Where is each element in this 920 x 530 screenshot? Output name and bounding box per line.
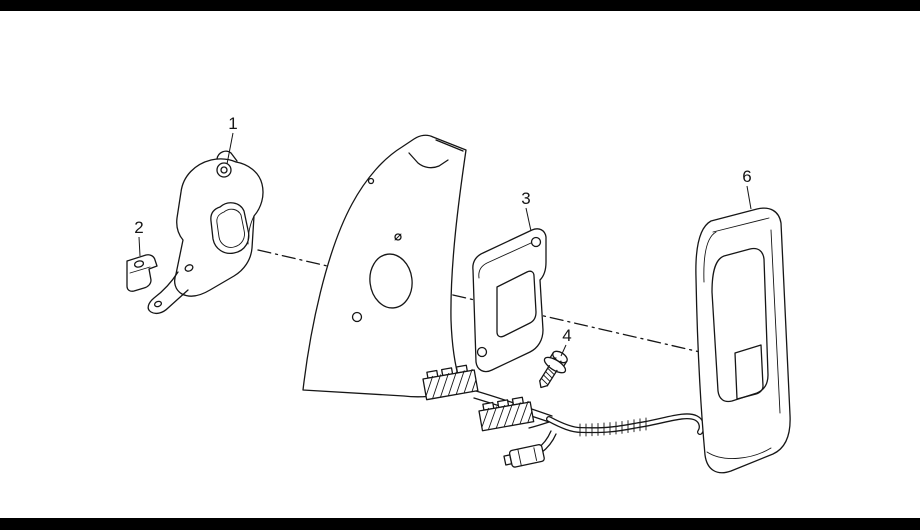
part1-pivot-inner [220, 166, 228, 174]
part3-hole-bottom [476, 346, 488, 358]
part-2-clip-drawing [126, 254, 158, 292]
part1-outline [174, 158, 264, 297]
part6-outline [695, 207, 791, 474]
panel-small-hole-top [367, 177, 375, 185]
callout-4-label: 4 [562, 326, 571, 345]
part-4-screw-drawing [539, 350, 568, 389]
harness-connector-c [503, 444, 545, 468]
screw-washer [543, 356, 567, 374]
part3-hole-top [530, 236, 542, 248]
part1-tab-hole [184, 264, 194, 272]
part2-hole [133, 260, 145, 268]
cable-corrugation-ticks [579, 417, 647, 437]
part6-inner-right-line [770, 229, 781, 414]
center-panel-drawing [302, 134, 467, 398]
callout-4-leader [560, 344, 567, 357]
screw-tip [539, 380, 549, 389]
callout-1-label: 1 [228, 114, 237, 133]
connector-a-hatch [424, 367, 479, 401]
cable-core [547, 414, 704, 434]
panel-outline [302, 134, 467, 398]
panel-top-tab [408, 152, 449, 169]
letterbox-bottom [0, 518, 920, 530]
callout-2-label: 2 [134, 218, 143, 237]
part-3-mounting-plate-drawing [472, 228, 547, 373]
screw-head-facets [548, 352, 568, 369]
part-6-cover-drawing [695, 207, 791, 474]
part1-lower-arm [147, 271, 189, 315]
letterbox-top [0, 0, 920, 11]
part3-window-cutout [496, 270, 537, 338]
callout-6-leader [746, 185, 752, 210]
part6-inner-left-line [703, 231, 717, 283]
callout-2-leader [138, 236, 141, 257]
part1-handle-cutout-outer [210, 202, 250, 255]
harness-wire-3 [528, 421, 550, 429]
wiring-harness-drawing [422, 364, 705, 468]
part1-handle-cutout-inner [216, 208, 245, 248]
panel-keyhole-slot [394, 233, 402, 241]
part3-outline [472, 228, 547, 373]
panel-edge-thickness-line [435, 139, 464, 152]
panel-keyhole [394, 233, 402, 241]
callout-3-label: 3 [521, 189, 530, 208]
part3-inner-edge-line [478, 242, 532, 279]
part-1-handle-bracket-drawing [147, 150, 264, 315]
harness-connector-a [422, 364, 479, 401]
part1-foot-hole [153, 300, 163, 308]
screw-threads [540, 367, 555, 386]
part6-inner-top-line [712, 217, 770, 233]
part1-thickness-line [247, 215, 255, 245]
callout-6-label: 6 [742, 167, 751, 186]
panel-small-hole-bottom [351, 311, 363, 323]
harness-connector-b [478, 396, 535, 432]
part6-bottom-edge-line [706, 447, 772, 459]
part2-fold-line [129, 266, 151, 274]
connector-c-body [508, 444, 545, 468]
connector-b-hatch [480, 399, 534, 432]
panel-oval-opening [369, 253, 413, 309]
part6-window-recess [711, 247, 769, 403]
callout-1-leader [226, 132, 234, 165]
connector-c-detail [517, 447, 538, 467]
callout-3-leader [525, 207, 532, 232]
part1-pivot-outer [216, 162, 232, 178]
part6-inner-flap [734, 344, 764, 400]
